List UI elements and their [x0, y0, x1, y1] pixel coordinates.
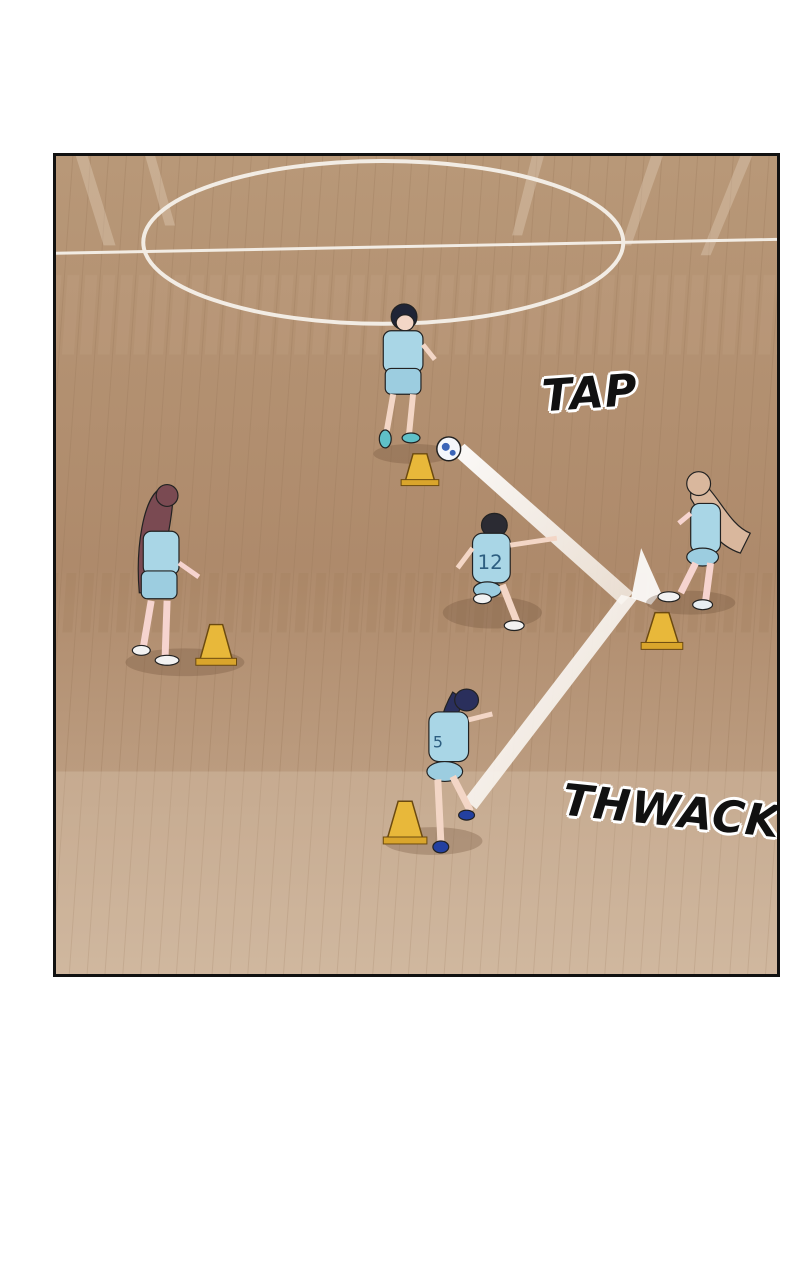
player-left	[131, 483, 201, 666]
player-top	[378, 303, 437, 449]
court-lines	[56, 158, 777, 326]
cone-icon	[640, 611, 684, 650]
player-bottom: 5	[426, 688, 493, 854]
jersey-number: 5	[433, 733, 443, 752]
cone-icon	[382, 800, 428, 845]
cone-icon	[195, 623, 237, 666]
comic-panel: 12 5	[53, 153, 780, 977]
ball-icon	[436, 436, 462, 462]
sfx-tap: TAP	[540, 364, 640, 423]
cone-icon	[400, 453, 440, 487]
jersey-number: 12	[477, 551, 502, 574]
ball-trajectory	[452, 443, 661, 810]
player-center: 12	[455, 512, 558, 632]
player-right	[657, 471, 752, 611]
court-illustration: 12 5	[56, 156, 777, 974]
